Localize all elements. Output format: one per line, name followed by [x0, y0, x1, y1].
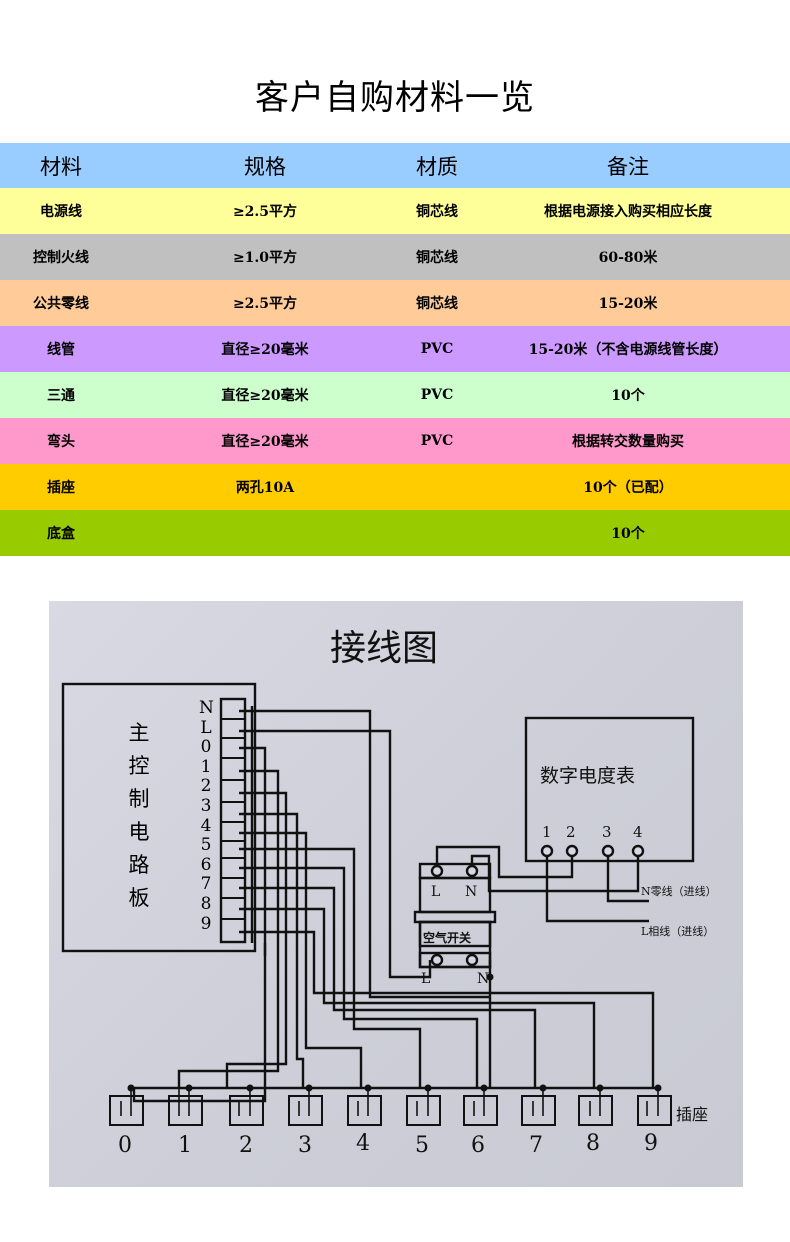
- header-quality: 材质: [416, 154, 458, 179]
- table-row: 电源线 ≥2.5平方 铜芯线 根据电源接入购买相应长度: [0, 188, 790, 234]
- table-header-row: 材料 规格 材质 备注: [0, 143, 790, 188]
- cell-spec: 两孔10A: [235, 480, 295, 496]
- terminal-label: 3: [200, 795, 212, 816]
- breaker-label: 空气开关: [423, 931, 472, 945]
- socket-label: 插座: [676, 1105, 709, 1124]
- cell-note: 根据转交数量购买: [572, 434, 684, 450]
- cell-material: 电源线: [40, 204, 82, 220]
- wiring-diagram-photo: 接线图 主 控 制 电 路 板 N L 0 1 2 3 4 5 6 7 8 9 …: [49, 601, 743, 1187]
- meter-terminal-1: 1: [542, 823, 552, 841]
- terminal-label: 6: [200, 854, 212, 875]
- table-row: 三通 直径≥20毫米 PVC 10个: [0, 372, 790, 418]
- terminal-label: 5: [200, 835, 212, 856]
- cell-material: 弯头: [47, 434, 75, 450]
- socket-number: 7: [529, 1133, 543, 1158]
- socket-number: 3: [298, 1133, 312, 1158]
- cell-note: 10个: [611, 388, 645, 404]
- terminal-label: 8: [200, 893, 212, 914]
- wiring-lines: [61, 682, 695, 1126]
- socket-number: 6: [471, 1133, 485, 1158]
- neutral-in-label: N零线（进线）: [641, 885, 717, 898]
- cell-quality: PVC: [420, 341, 454, 357]
- table-row: 公共零线 ≥2.5平方 铜芯线 15-20米: [0, 280, 790, 326]
- terminal-label: 9: [200, 913, 212, 934]
- breaker-bottom-l: L: [421, 971, 431, 987]
- socket-number: 2: [239, 1133, 253, 1158]
- board-label-char: 电: [128, 820, 150, 844]
- header-note: 备注: [607, 154, 649, 179]
- cell-note: 根据电源接入购买相应长度: [544, 204, 712, 220]
- breaker-top-l: L: [431, 884, 441, 900]
- table-row: 线管 直径≥20毫米 PVC 15-20米（不含电源线管长度）: [0, 326, 790, 372]
- diagram-title: 接线图: [330, 628, 439, 669]
- board-label-char: 控: [128, 754, 150, 778]
- table-row: 控制火线 ≥1.0平方 铜芯线 60-80米: [0, 234, 790, 280]
- terminal-label: N: [199, 698, 214, 718]
- page-title: 客户自购材料一览: [255, 78, 535, 118]
- cell-spec: 直径≥20毫米: [221, 388, 309, 404]
- materials-table: 材料 规格 材质 备注 电源线 ≥2.5平方 铜芯线 根据电源接入购买相应长度 …: [0, 143, 790, 556]
- cell-note: 60-80米: [598, 250, 658, 266]
- cell-note: 10个: [611, 526, 645, 542]
- cell-note: 10个（已配）: [583, 480, 673, 496]
- breaker-bottom-n: N: [477, 971, 490, 987]
- header-spec: 规格: [244, 154, 286, 179]
- terminal-label: 0: [200, 737, 212, 758]
- live-in-label: L相线（进线）: [641, 925, 715, 938]
- socket-number: 1: [178, 1133, 192, 1158]
- table-row: 弯头 直径≥20毫米 PVC 根据转交数量购买: [0, 418, 790, 464]
- terminal-label: 2: [200, 776, 212, 797]
- table-row: 底盒 10个: [0, 510, 790, 556]
- cell-spec: 直径≥20毫米: [221, 342, 309, 358]
- table-row: 插座 两孔10A 10个（已配）: [0, 464, 790, 510]
- terminal-labels: N L 0 1 2 3 4 5 6 7 8 9: [199, 698, 214, 934]
- meter-terminal-4: 4: [633, 823, 643, 841]
- cell-material: 插座: [47, 480, 75, 496]
- breaker-top-n: N: [465, 884, 478, 900]
- board-label-char: 路: [128, 853, 150, 877]
- board-label-char: 制: [128, 787, 150, 811]
- board-label: 主 控 制 电 路 板: [127, 717, 151, 915]
- cell-quality: 铜芯线: [416, 204, 458, 220]
- terminal-label: 7: [200, 874, 212, 895]
- cell-quality: 铜芯线: [416, 250, 458, 266]
- cell-note: 15-20米: [598, 296, 658, 312]
- cell-material: 线管: [47, 342, 75, 358]
- terminal-label: 4: [200, 815, 212, 836]
- cell-material: 公共零线: [33, 296, 89, 312]
- meter-terminal-3: 3: [602, 823, 612, 841]
- cell-spec: ≥1.0平方: [232, 250, 298, 266]
- meter-terminal-2: 2: [566, 823, 576, 841]
- socket-number: 8: [586, 1131, 600, 1156]
- cell-spec: ≥2.5平方: [232, 296, 298, 312]
- board-label-char: 板: [128, 886, 150, 910]
- socket-number: 9: [644, 1131, 658, 1156]
- cell-material: 控制火线: [33, 250, 89, 266]
- terminal-label: L: [200, 717, 212, 738]
- cell-spec: ≥2.5平方: [232, 204, 298, 220]
- socket-number: 5: [415, 1133, 429, 1158]
- cell-material: 底盒: [47, 526, 75, 542]
- cell-quality: PVC: [420, 433, 454, 449]
- board-label-char: 主: [128, 721, 150, 745]
- cell-quality: PVC: [420, 387, 454, 403]
- cell-spec: 直径≥20毫米: [221, 434, 309, 450]
- cell-note: 15-20米（不含电源线管长度）: [528, 342, 728, 358]
- terminal-label: 1: [200, 756, 212, 777]
- socket-number: 0: [118, 1133, 132, 1158]
- meter-label: 数字电度表: [540, 765, 636, 787]
- cell-material: 三通: [47, 388, 75, 404]
- socket-number: 4: [356, 1131, 370, 1156]
- header-material: 材料: [40, 154, 82, 179]
- cell-quality: 铜芯线: [416, 296, 458, 312]
